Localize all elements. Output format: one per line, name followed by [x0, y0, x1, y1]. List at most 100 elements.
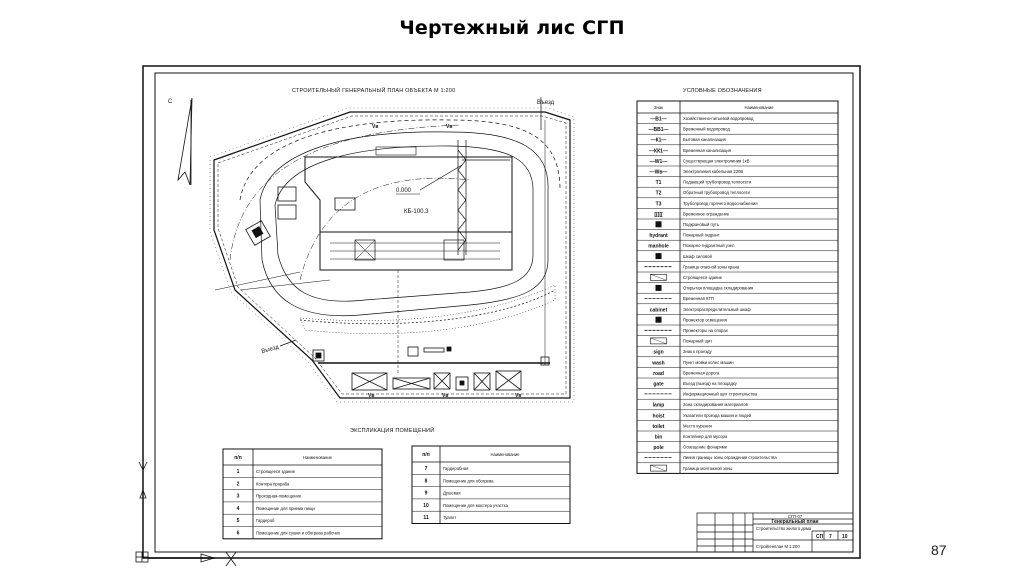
svg-text:Vв: Vв [515, 393, 521, 399]
legend-symbol: bin [655, 435, 663, 441]
legend-symbol: Т1 [656, 180, 662, 186]
lighting-icon [655, 316, 662, 323]
legend-row: Граница опасной зоны крана [637, 264, 838, 273]
explication-num: 2 [237, 481, 240, 487]
legend-symbol: cabinet [650, 307, 668, 313]
legend-name: Зона складирования материалов [683, 402, 749, 407]
legend-row: —КК1—Временная канализация [637, 148, 838, 156]
explication-name: Контора прораба [256, 481, 290, 486]
explication-name: Проходная-помещение [256, 494, 302, 499]
legend-symbol: pole [653, 445, 663, 451]
site-fence [209, 107, 575, 403]
legend-name: Шкаф силовой [683, 254, 712, 259]
title-block-sheets: 10 [842, 534, 848, 540]
legend-row: hoist Указатели проезда машин и людей [637, 413, 838, 421]
title-block-description: Строительство жилого дома [756, 526, 812, 531]
legend-name: Существующая электролиния 1кВ [683, 158, 750, 163]
legend-symbol: hoist [653, 413, 665, 419]
explication-row: 2 Контора прораба [223, 481, 382, 490]
legend-symbol: —W1— [650, 159, 668, 165]
svg-text:Vв: Vв [368, 393, 374, 399]
legend-row: Строящееся здание [637, 273, 838, 283]
legend-row: Шкаф силовой [637, 253, 838, 262]
svg-text:Vв: Vв [446, 124, 452, 130]
crane-label: КБ-100.3 [404, 209, 429, 215]
legend-name: Освещение фонарями [683, 445, 728, 450]
title-block-sheet: 7 [829, 534, 832, 540]
explication-header-name: Наименование [490, 452, 520, 457]
legend-row: —В1—Хозяйственно-питьевой водопровод [637, 116, 838, 124]
explication-num: 6 [237, 531, 240, 537]
legend-symbol: road [653, 371, 664, 377]
legend-name: Въезд (выезд) на площадку [683, 381, 738, 386]
title-block-title: Генеральный план [772, 518, 819, 525]
legend-name: Трубопровод горячего водоснабжения [683, 201, 758, 206]
temporary-buildings-bottom [312, 346, 550, 391]
legend-row: wash Пункт мойки колес машин [637, 360, 838, 368]
legend-name: Электрораспределительный шкаф [683, 307, 751, 312]
legend-row: cabinet Электрораспределительный шкаф [637, 307, 838, 315]
legend-row: road Временная дорога [637, 370, 838, 379]
legend-symbol: Т2 [656, 191, 662, 197]
explication-num: 4 [237, 506, 240, 512]
explication-num: 8 [425, 478, 428, 484]
tower-crane-icon [419, 140, 510, 255]
svg-text:Vв: Vв [442, 393, 448, 399]
explication-num: 9 [425, 491, 428, 497]
plan-title: СТРОИТЕЛЬНЫЙ ГЕНЕРАЛЬНЫЙ ПЛАН ОБЪЕКТА М … [292, 86, 455, 94]
legend-row: —ВВ1— Временный водопровод [637, 127, 838, 135]
title-block-code: СГП-07 [788, 514, 803, 519]
sheet-outer-frame [142, 65, 861, 559]
legend-symbol: Т3 [656, 201, 662, 207]
building-new-icon [650, 273, 667, 281]
slide-title: Чертежный лис СГП [399, 17, 625, 39]
legend-symbol: —ВВ1— [648, 127, 668, 133]
legend-name: Строящееся здание [683, 275, 723, 280]
legend-name: Прожектор освещения [683, 317, 727, 322]
legend-row: —W1— Существующая электролиния 1кВ [637, 158, 838, 167]
entrance-label: Въезд [537, 100, 555, 106]
legend-symbol: —КК1— [649, 148, 668, 154]
legend-name: Пункт мойки колес машин [683, 360, 734, 365]
legend-row: —Wв—Электролиния кабельная 220В [637, 169, 838, 177]
explication-row: 4 Помещение для приема пищи [223, 506, 382, 515]
legend-row: Подкрановый путь [637, 221, 838, 230]
dim-line-icon [650, 464, 667, 472]
legend-name: Временный водопровод [683, 127, 730, 132]
legend-symbol: gate [653, 382, 664, 388]
legend-name: Знак к проезду [683, 349, 713, 354]
explication-header-num: п/п [422, 452, 429, 458]
fire-shield-icon [650, 337, 667, 345]
legend-name: Указатели проезда машин и людей [683, 413, 752, 418]
explication-num: 1 [237, 469, 240, 475]
legend-header-name: Наименование [744, 105, 774, 110]
page-number: 87 [931, 542, 947, 558]
legend-name: Временная дорога [683, 370, 720, 375]
legend-name: Линия границы зоны ограждения строительс… [683, 455, 777, 460]
legend-symbol: —К1— [651, 138, 667, 144]
building-under-construction: 0.000 КБ-100.3 [304, 146, 513, 271]
title-block [696, 512, 854, 553]
legend-name: Бытовая канализация [683, 137, 726, 142]
legend-name: Место курения [683, 423, 712, 428]
legend-name: Электролиния кабельная 220В [683, 169, 743, 174]
legend-row: pole Освещение фонарями [637, 445, 838, 453]
explication-name: Помещение для приема пищи [256, 506, 315, 511]
legend-symbol: wash [651, 360, 665, 366]
crane-track-icon [655, 221, 662, 228]
sheet-inner-frame [154, 72, 854, 553]
